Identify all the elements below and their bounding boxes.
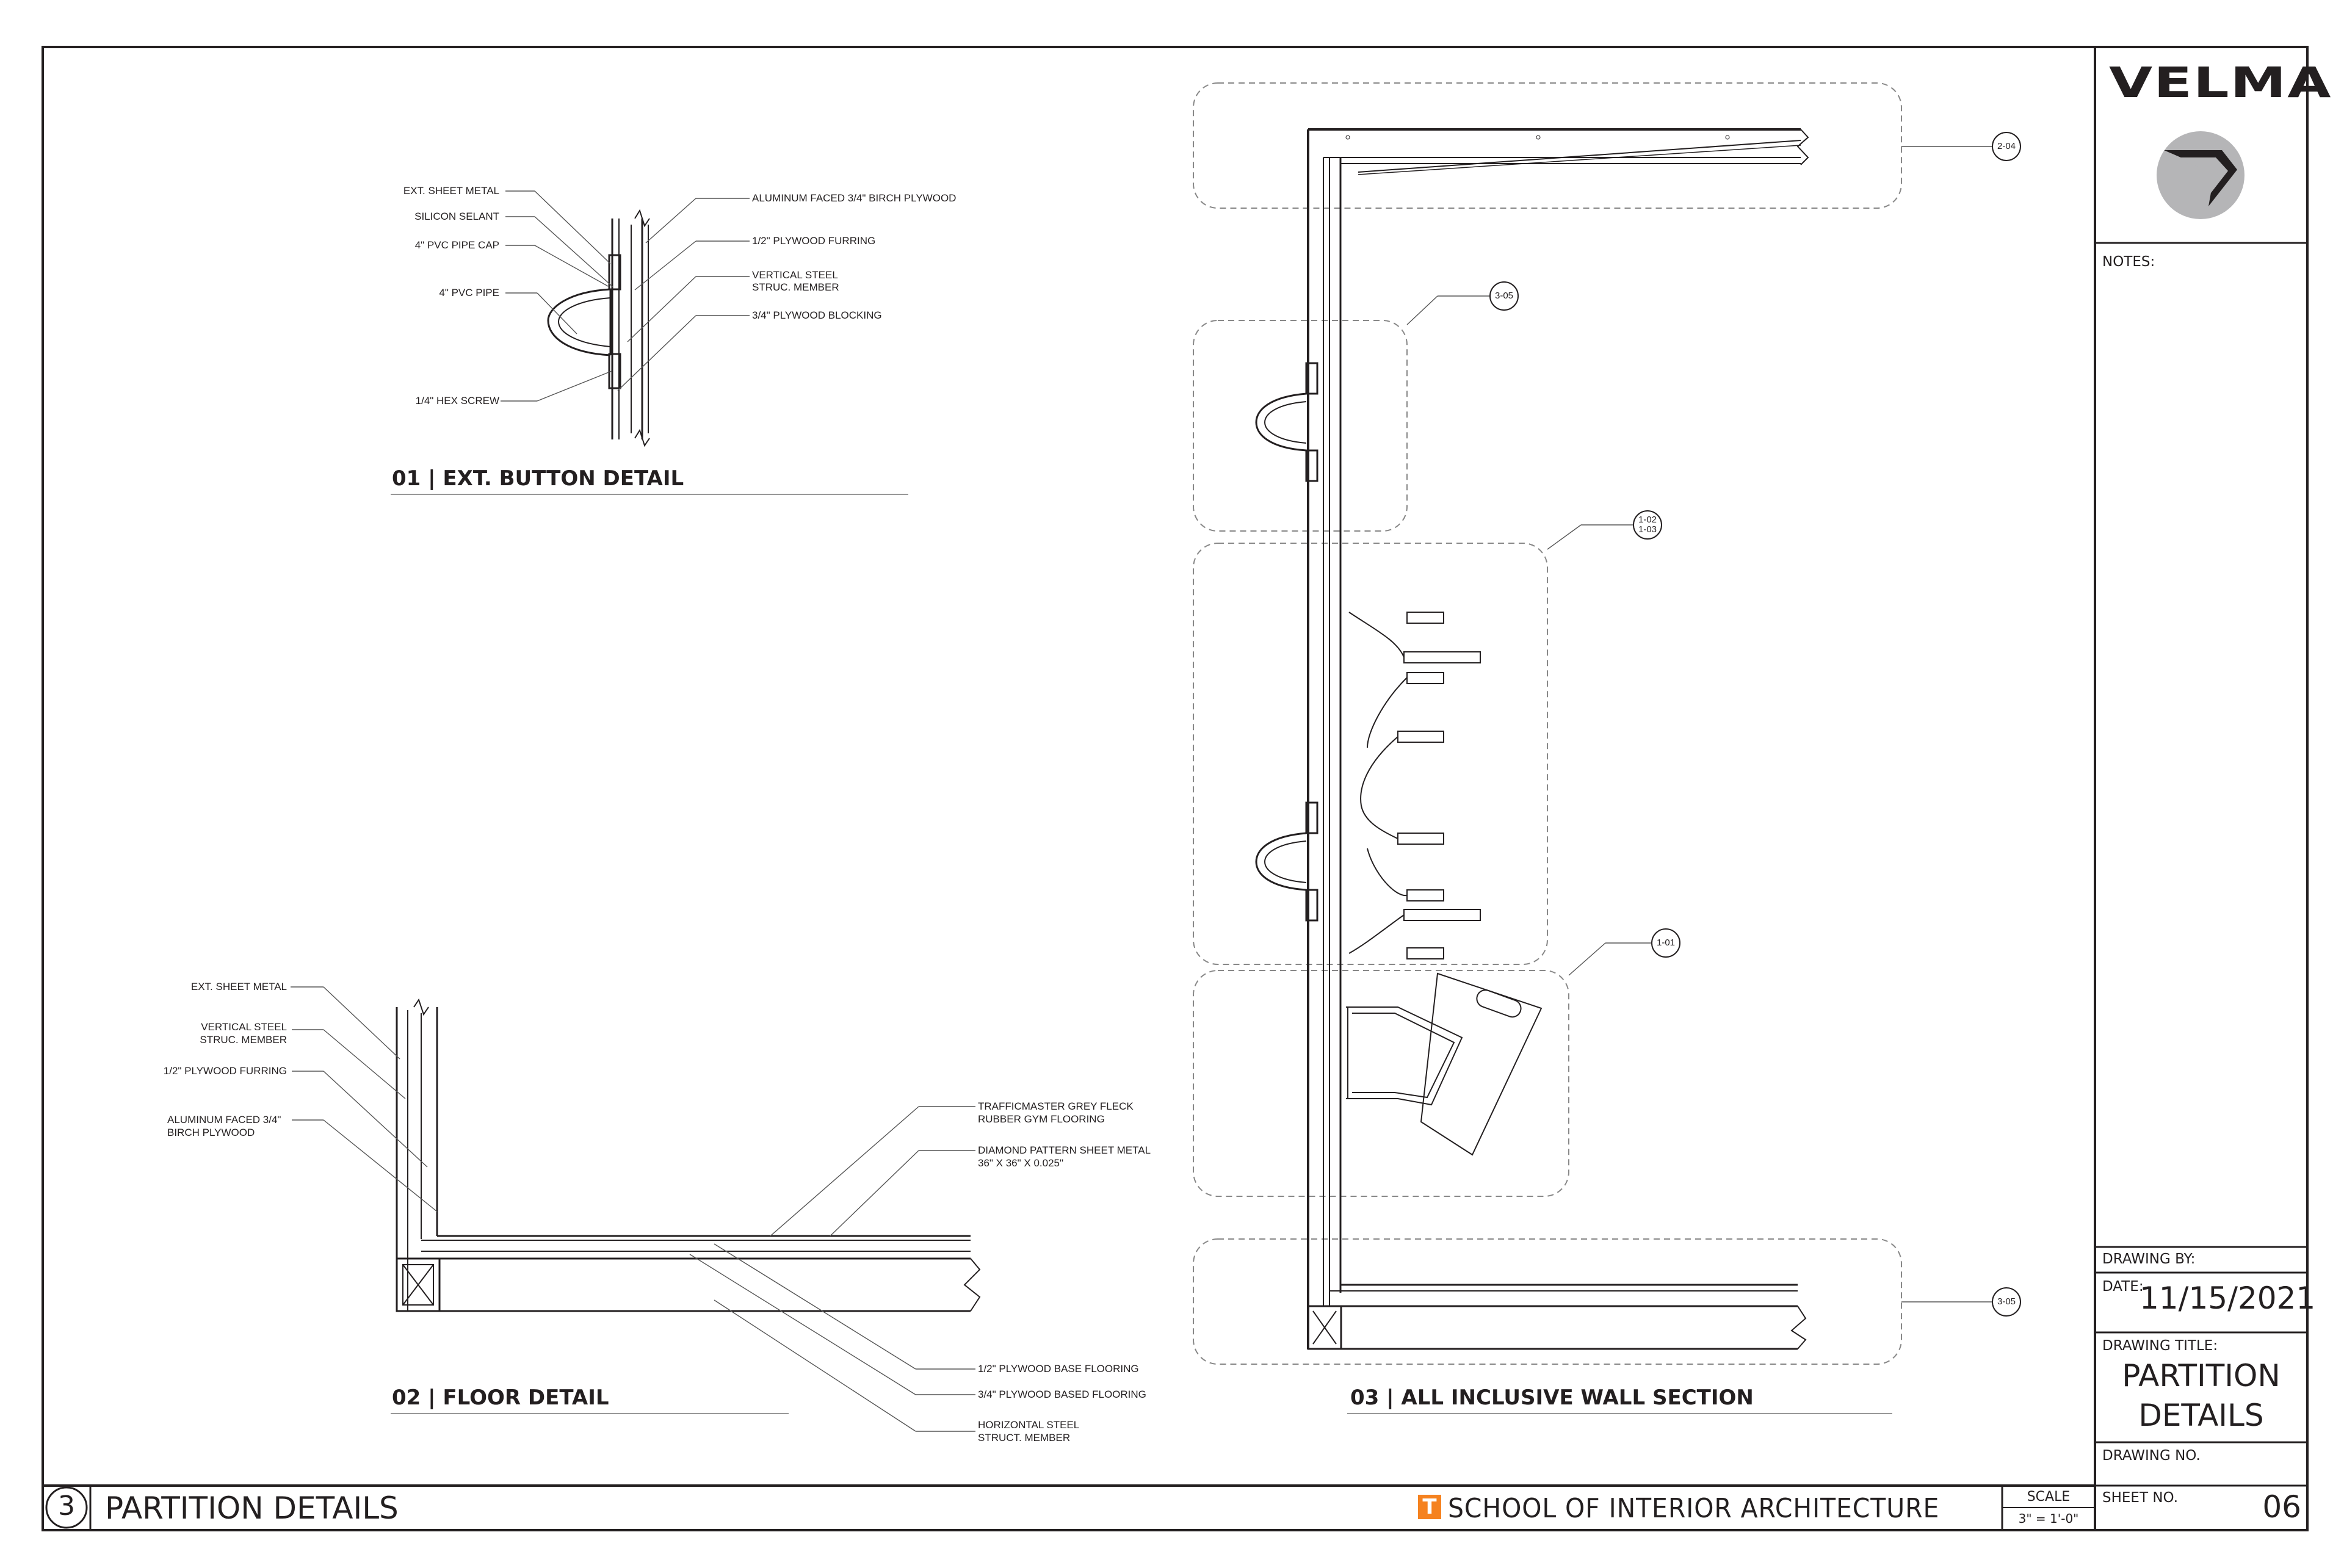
callout-bubble-2-04[interactable]: 2-04: [1992, 132, 2021, 161]
label-d01-r3: STRUC. MEMBER: [752, 281, 839, 293]
label-d02-r0: TRAFFICMASTER GREY FLECK: [978, 1100, 1134, 1112]
drawing-title-label: DRAWING TITLE:: [2102, 1338, 2218, 1354]
drawing-title-line1: PARTITION: [2122, 1358, 2281, 1393]
callout-bubble-3-05-upper[interactable]: 3-05: [1489, 281, 1519, 311]
school-logo-mark: T: [1418, 1495, 1441, 1519]
notes-label: NOTES:: [2102, 254, 2155, 270]
detail-03-title: 03 | ALL INCLUSIVE WALL SECTION: [1350, 1386, 1754, 1410]
label-d02-l4: ALUMINUM FACED 3/4": [167, 1114, 281, 1125]
label-d02-b3: STRUCT. MEMBER: [978, 1432, 1071, 1443]
label-d02-l0: EXT. SHEET METAL: [190, 981, 287, 992]
velma-logo-mark: [2157, 131, 2245, 219]
label-d01-l2: 4" PVC PIPE CAP: [414, 239, 499, 251]
scale-label: SCALE: [2027, 1489, 2071, 1505]
label-d02-l1: VERTICAL STEEL: [201, 1021, 287, 1033]
label-d01-l4: 1/4" HEX SCREW: [415, 395, 499, 406]
label-d02-r1: RUBBER GYM FLOORING: [978, 1113, 1105, 1125]
sheet-border: [42, 46, 2309, 1531]
label-d02-b2: HORIZONTAL STEEL: [978, 1419, 1080, 1431]
sheet-number: 3: [58, 1490, 75, 1522]
callout-1-02-text: 1-02: [1638, 515, 1657, 525]
sheet-title: PARTITION DETAILS: [105, 1490, 399, 1526]
sheet-no-value: 06: [2262, 1489, 2301, 1525]
label-d02-b0: 1/2" PLYWOOD BASE FLOORING: [978, 1363, 1139, 1375]
label-d01-l1: SILICON SELANT: [414, 211, 499, 222]
detail-03-linework: [1193, 82, 1992, 1414]
school-name: SCHOOL OF INTERIOR ARCHITECTURE: [1448, 1493, 1940, 1524]
drawing-by-label: DRAWING BY:: [2102, 1251, 2196, 1267]
label-d02-b1: 3/4" PLYWOOD BASED FLOORING: [978, 1389, 1146, 1400]
scale-value: 3" = 1'-0": [2018, 1511, 2079, 1526]
callout-1-03-text: 1-03: [1638, 524, 1657, 535]
detail-02-title: 02 | FLOOR DETAIL: [392, 1386, 609, 1410]
label-d02-l5: BIRCH PLYWOOD: [167, 1127, 255, 1138]
label-d01-r2: VERTICAL STEEL: [752, 269, 838, 281]
label-d01-r0: ALUMINUM FACED 3/4" BIRCH PLYWOOD: [752, 192, 957, 204]
date-value: 11/15/2021: [2140, 1281, 2316, 1316]
callout-bubble-3-05-lower[interactable]: 3-05: [1992, 1287, 2021, 1317]
label-d01-l0: EXT. SHEET METAL: [403, 185, 499, 197]
drawing-no-label: DRAWING NO.: [2102, 1448, 2201, 1464]
drawing-title-line2: DETAILS: [2138, 1398, 2264, 1433]
date-label: DATE:: [2102, 1279, 2144, 1295]
label-d01-r4: 3/4" PLYWOOD BLOCKING: [752, 309, 882, 321]
label-d02-r2: DIAMOND PATTERN SHEET METAL: [978, 1144, 1151, 1156]
callout-bubble-1-02-1-03[interactable]: 1-02 1-03: [1633, 510, 1662, 540]
detail-02-linework: [291, 986, 981, 1432]
label-d01-r1: 1/2" PLYWOOD FURRING: [752, 235, 876, 247]
label-d02-r3: 36" X 36" X 0.025": [978, 1157, 1064, 1169]
label-d01-l3: 4" PVC PIPE: [439, 287, 499, 298]
label-d02-l3: 1/2" PLYWOOD FURRING: [163, 1065, 287, 1077]
callout-bubble-1-01[interactable]: 1-01: [1651, 928, 1680, 958]
detail-01-linework: [391, 190, 908, 495]
sheet-no-label: SHEET NO.: [2102, 1490, 2179, 1506]
detail-01-title: 01 | EXT. BUTTON DETAIL: [392, 466, 684, 491]
sheet-number-circle: [45, 1486, 88, 1529]
label-d02-l2: STRUC. MEMBER: [200, 1034, 287, 1046]
brand-wordmark: VELMA: [2109, 58, 2332, 107]
